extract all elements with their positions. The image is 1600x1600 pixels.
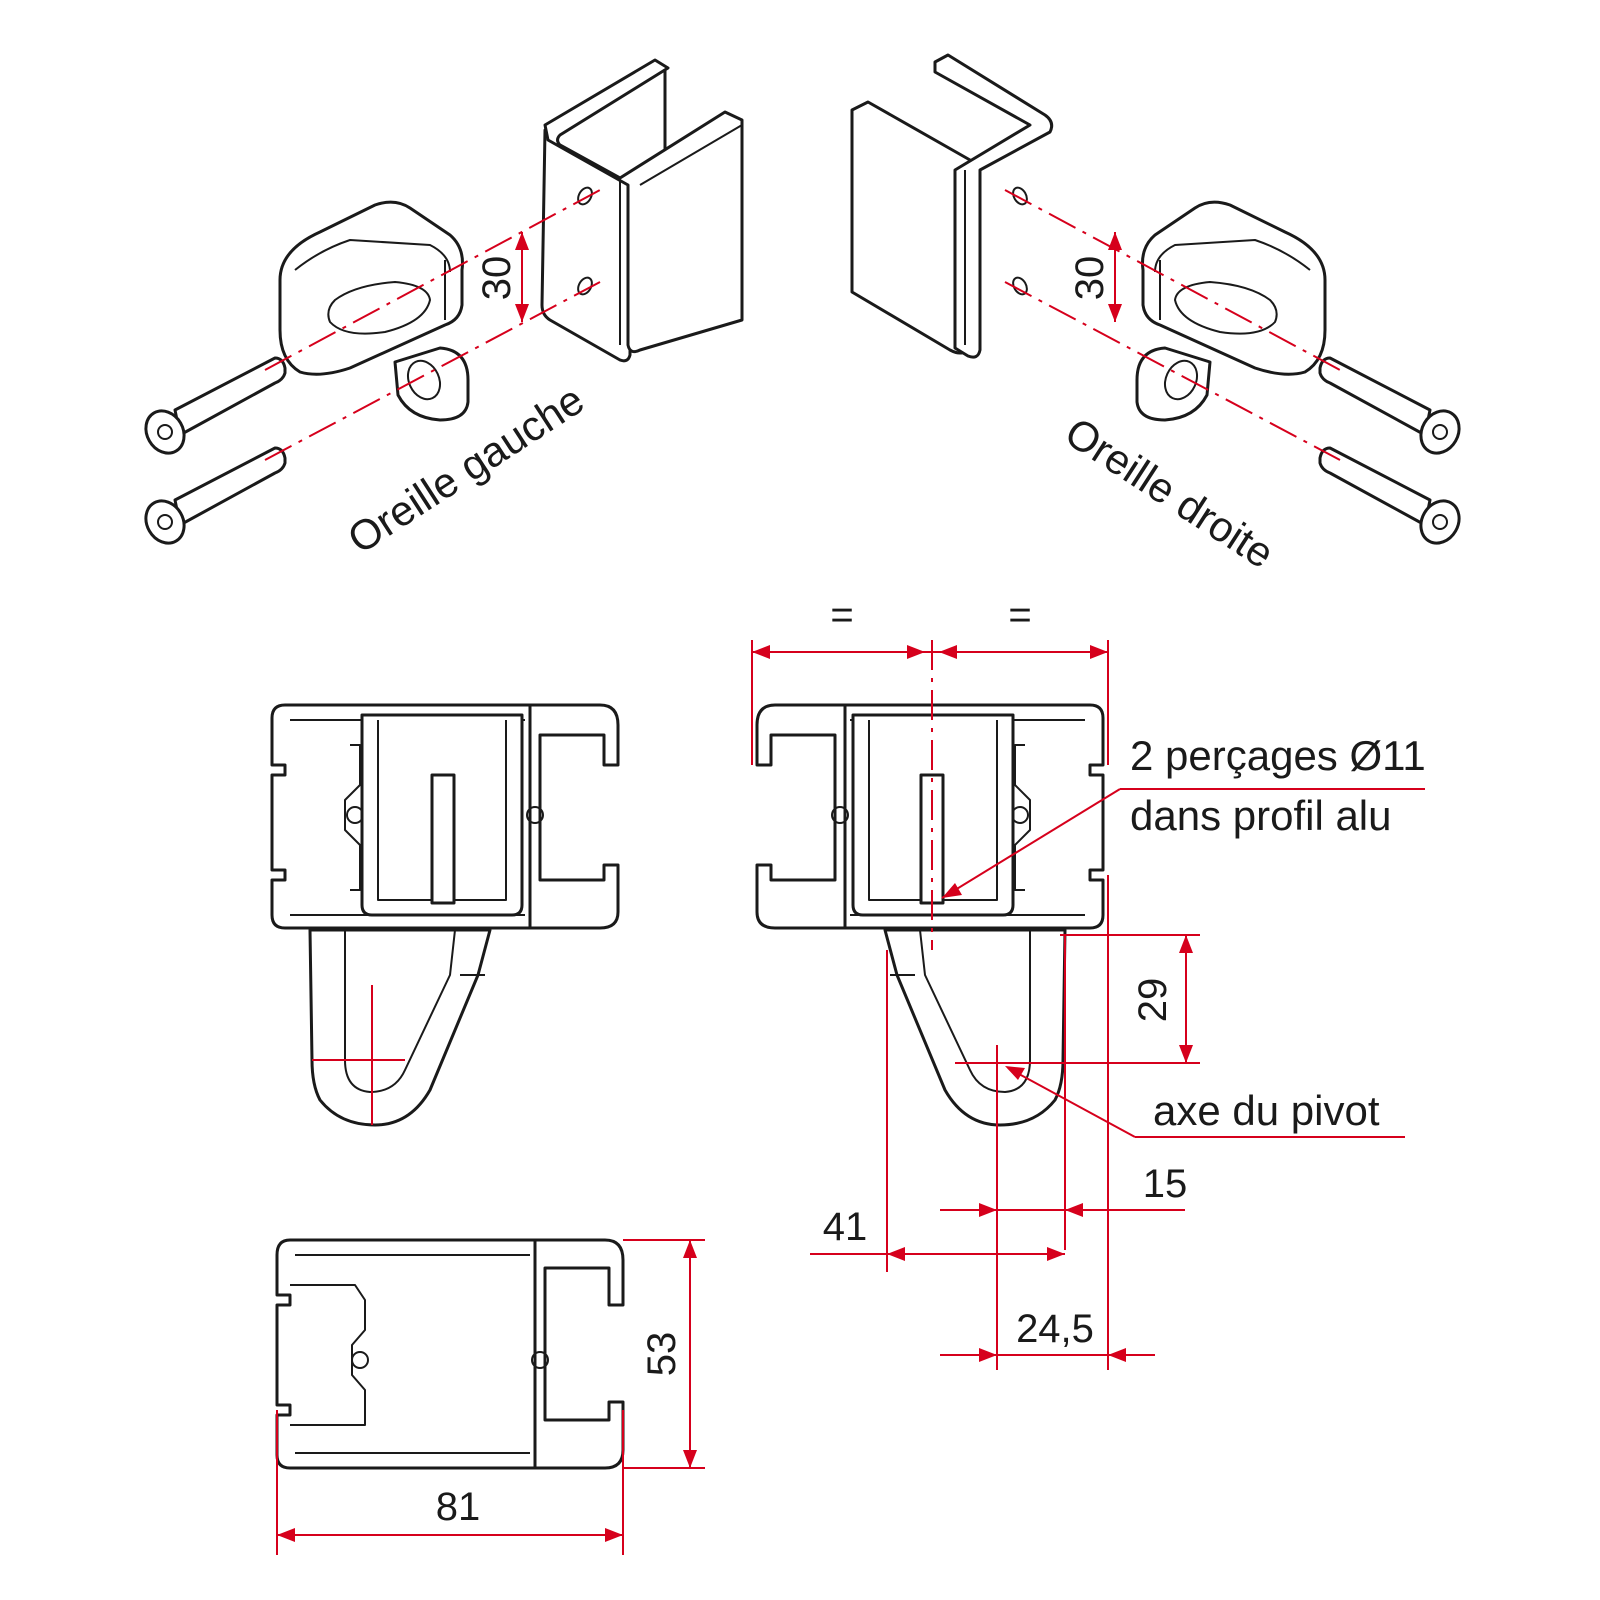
left-ear-spacing-label: 30 — [475, 256, 519, 301]
profile-width-label: 81 — [436, 1485, 481, 1529]
left-ear-iso — [144, 58, 744, 545]
right-top-view — [751, 640, 1425, 1370]
right-ear-spacing-label: 30 — [1068, 256, 1112, 301]
holes-note-line2: dans profil alu — [1130, 792, 1392, 839]
pivot-axis-label: axe du pivot — [1153, 1087, 1380, 1134]
equal-left-label: = — [830, 593, 853, 637]
right-ear-label: Oreille droite — [1057, 408, 1282, 577]
profile-height-label: 53 — [640, 1332, 684, 1377]
equal-right-label: = — [1008, 593, 1031, 637]
pivot-offset-label: 15 — [1143, 1162, 1188, 1206]
alu-profile — [275, 1238, 705, 1555]
left-top-view — [270, 703, 620, 1127]
ear-width-label: 41 — [823, 1205, 868, 1249]
axis-to-edge-label: 24,5 — [1016, 1307, 1094, 1351]
right-ear-iso — [850, 53, 1461, 545]
holes-note-line1: 2 perçages Ø11 — [1130, 732, 1426, 779]
pivot-height-label: 29 — [1131, 978, 1175, 1023]
